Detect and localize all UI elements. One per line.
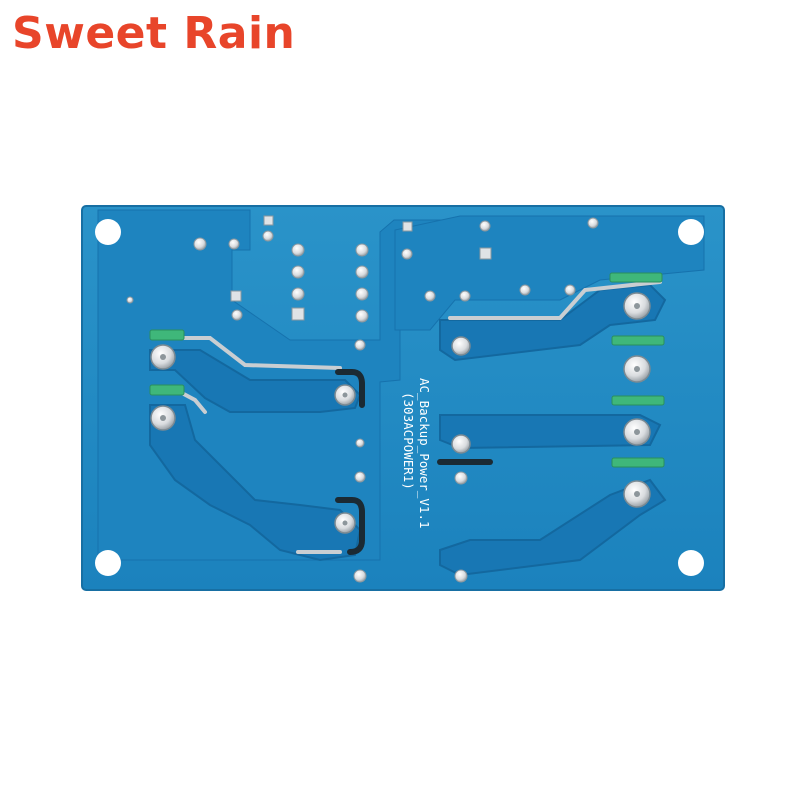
trace-right-upper (439, 283, 667, 362)
small-pads (126, 217, 599, 583)
trace-left-upper (149, 349, 362, 413)
exposed-copper-pads (149, 272, 665, 468)
large-pads (150, 292, 651, 534)
silkscreen-group: AC_Backup_Power_V1.1 (303ACPOWER1) (401, 378, 432, 529)
silkscreen-board-name: AC_Backup_Power_V1.1 (417, 378, 432, 529)
trace-right-lower (439, 478, 667, 577)
relay-slots (335, 369, 493, 555)
brand-watermark: Sweet Rain (12, 8, 296, 59)
trace-left-lower (149, 404, 362, 562)
exposed-traces (178, 280, 662, 554)
trace-right-middle (439, 414, 662, 450)
silkscreen-board-code: (303ACPOWER1) (401, 392, 416, 490)
mounting-holes (95, 219, 704, 576)
square-pads (230, 215, 492, 321)
